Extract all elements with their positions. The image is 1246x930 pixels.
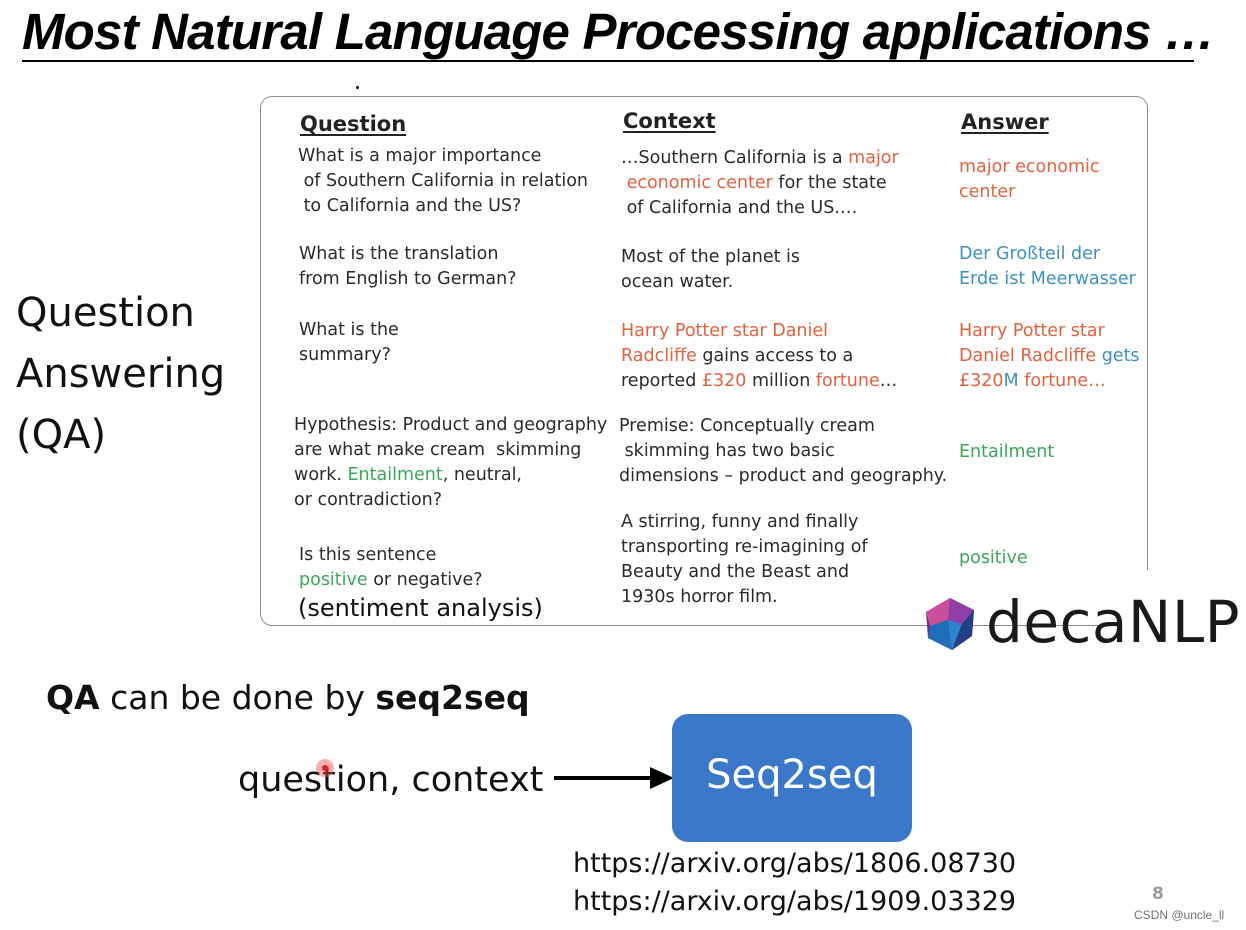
row2-context: Most of the planet is ocean water. [621, 245, 800, 295]
qa-term: QA [46, 678, 100, 717]
examples-panel [260, 96, 1148, 626]
decanlp-polyhedron-icon [926, 598, 974, 650]
row1-answer: major economic center [959, 155, 1100, 205]
row2-answer: Der Großteil der Erde ist Meerwasser [959, 242, 1136, 292]
row3-context-segment: fortune [815, 371, 880, 391]
row4-context: Premise: Conceptually cream skimming has… [619, 414, 947, 489]
qa-middle: can be done by [99, 678, 376, 717]
arrow-right-icon [554, 767, 674, 789]
row4-question: Hypothesis: Product and geography are wh… [294, 413, 607, 513]
row4-question-segment: Hypothesis: Product and geography are wh… [294, 415, 608, 485]
row2-question-segment: What is the translation from English to … [299, 244, 517, 289]
slide-title: Most Natural Language Processing applica… [22, 3, 1215, 60]
row3-context-segment: gains access to a reported [621, 346, 854, 391]
row1-question: What is a major importance of Southern C… [298, 144, 588, 219]
row2-answer-segment: Der Großteil der Erde ist Meerwasser [959, 244, 1136, 289]
arxiv-link-2[interactable]: https://arxiv.org/abs/1909.03329 [573, 886, 1017, 917]
seq2seq-term: seq2seq [375, 678, 530, 717]
row1-context-segment: major economic center [626, 148, 899, 193]
decanlp-logo-text: decaNLP [986, 588, 1241, 656]
row2-question: What is the translation from English to … [299, 242, 517, 292]
row1-question-segment: What is a major importance of Southern C… [298, 146, 589, 216]
row3-context-segment: £320 [701, 371, 747, 391]
laser-pointer-icon [316, 759, 334, 777]
page-number: 8 [1152, 884, 1164, 904]
row5-answer: positive [959, 546, 1028, 571]
stray-dot [356, 86, 359, 89]
row5-context: A stirring, funny and finally transporti… [621, 510, 868, 610]
row3-context-segment: … [879, 371, 898, 391]
row3-answer-segment: £320 [959, 371, 1004, 391]
row3-context: Harry Potter star Daniel Radcliffe gains… [621, 319, 897, 394]
row3-answer-segment: gets [1101, 346, 1140, 366]
row4-question-segment: Entailment [347, 465, 443, 485]
row3-context-segment: million [746, 371, 816, 391]
row4-context-segment: Premise: Conceptually cream skimming has… [619, 416, 948, 486]
header-answer: Answer [961, 110, 1049, 134]
row5-question-segment: or negative? [367, 570, 483, 590]
row3-question-segment: What is the summary? [299, 320, 399, 365]
row5-question-segment: Is this sentence [299, 545, 437, 565]
row3-question: What is the summary? [299, 318, 399, 368]
row5-question: Is this sentence positive or negative? [299, 543, 483, 593]
row1-context: …Southern California is a major economic… [621, 146, 899, 221]
input-label: question, context [238, 760, 544, 800]
row1-context-segment: for the state of California and the US.… [626, 173, 887, 218]
header-context: Context [623, 109, 716, 133]
side-label-qa: Question Answering (QA) [16, 290, 226, 458]
row3-answer-segment: fortune… [1018, 371, 1106, 391]
title-underline [22, 60, 1194, 62]
watermark: CSDN @uncle_ll [1134, 908, 1225, 922]
row5-context-segment: A stirring, funny and finally transporti… [621, 512, 868, 607]
header-question: Question [300, 112, 407, 136]
row2-context-segment: Most of the planet is ocean water. [621, 247, 801, 292]
row4-answer-segment: Entailment [959, 442, 1055, 462]
seq2seq-box-label: Seq2seq [706, 752, 878, 798]
row5-question-segment: positive [299, 570, 368, 590]
seq2seq-box [672, 714, 912, 842]
panel-corner-mask [1120, 570, 1160, 640]
row1-context-segment: …Southern California is a [621, 148, 849, 168]
row3-context-segment: Harry Potter star Daniel Radcliffe [621, 321, 829, 366]
row3-answer: Harry Potter star Daniel Radcliffe gets … [959, 319, 1140, 394]
arxiv-link-1[interactable]: https://arxiv.org/abs/1806.08730 [573, 848, 1017, 879]
row1-answer-segment: major economic center [959, 157, 1100, 202]
row3-answer-segment: Harry Potter star Daniel Radcliffe [959, 321, 1105, 366]
qa-statement: QA can be done by seq2seq [46, 678, 530, 717]
row4-answer: Entailment [959, 440, 1054, 465]
row5-question-extra: (sentiment analysis) [298, 594, 543, 622]
row4-question-segment: , neutral, or contradiction? [294, 465, 522, 510]
row3-answer-segment: M [1003, 371, 1019, 391]
row5-answer-segment: positive [959, 548, 1028, 568]
